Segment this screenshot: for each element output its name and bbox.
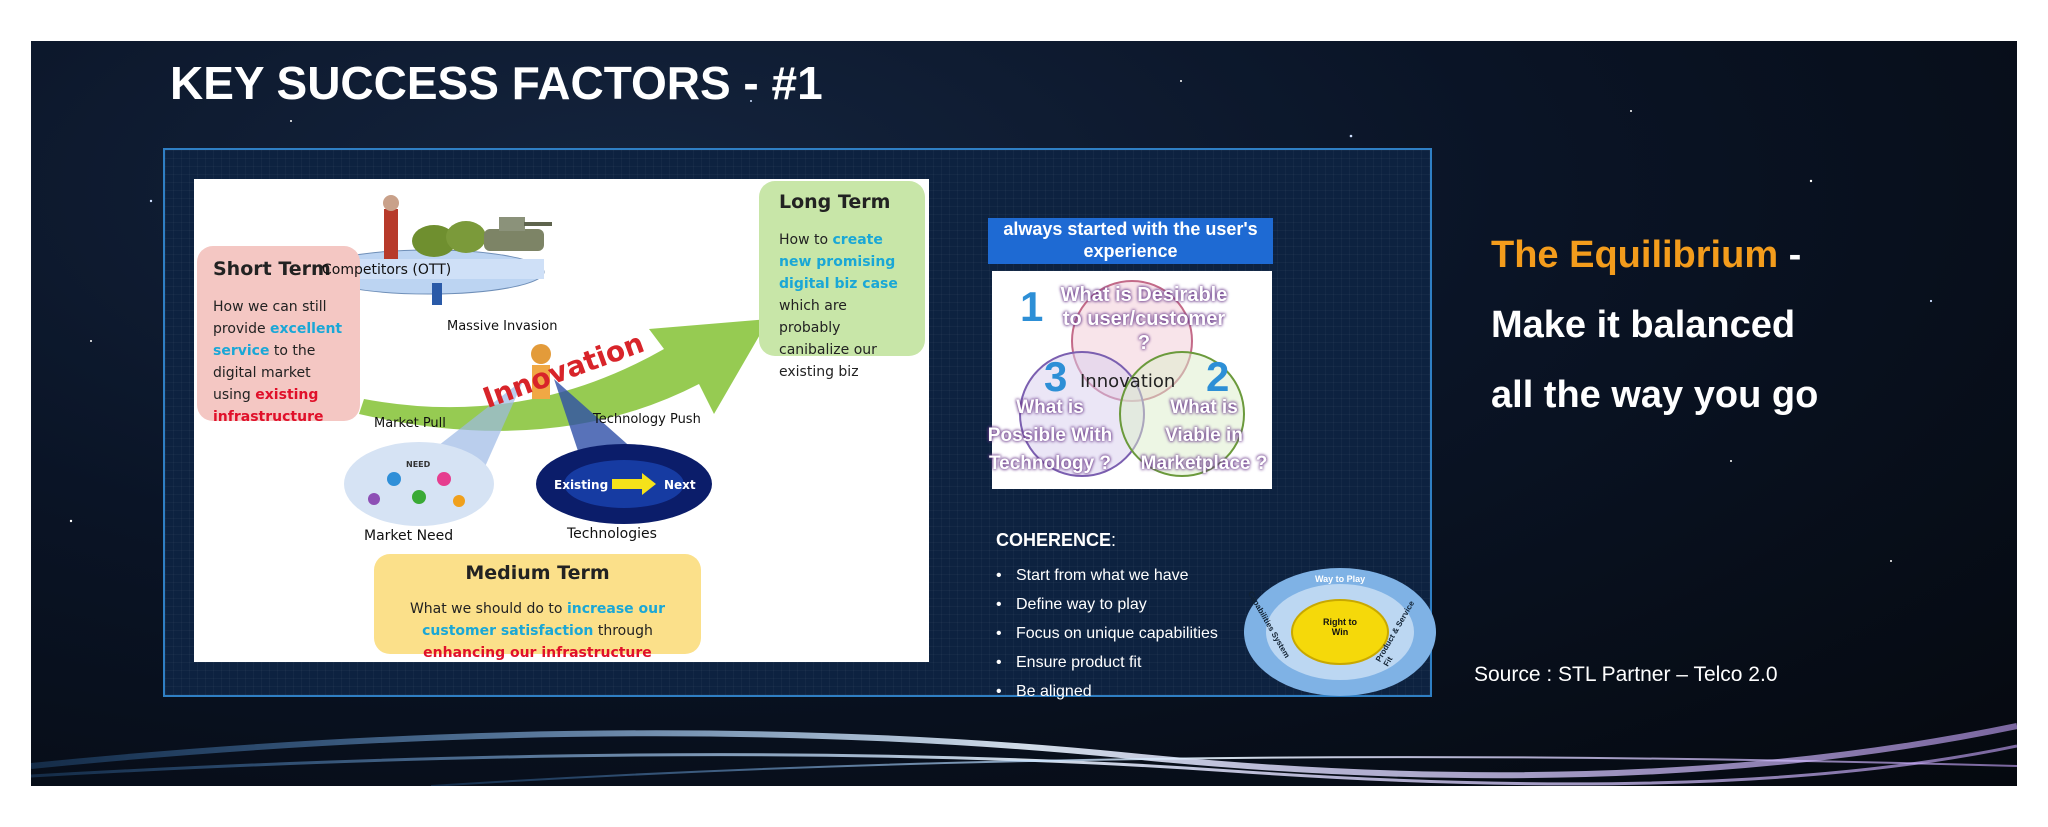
market-need-label: Market Need bbox=[364, 528, 454, 544]
list-item: Focus on unique capabilities bbox=[996, 619, 1218, 648]
right-to-win-wheel: Way to Play Capabilities System Product … bbox=[1243, 560, 1438, 700]
venn-header: always started with the user's experienc… bbox=[988, 218, 1273, 264]
venn-q2-line3: Marketplace ? bbox=[1140, 453, 1268, 474]
venn-q3-line2: Possible With bbox=[987, 425, 1113, 446]
long-term-text-1: How to bbox=[779, 232, 833, 248]
short-term-title: Short Term bbox=[213, 258, 331, 280]
medium-term-text: What we should do to increase our custom… bbox=[384, 598, 691, 664]
market-pull-label: Market Pull bbox=[374, 416, 446, 431]
equilibrium-highlight: The Equilibrium bbox=[1491, 234, 1779, 276]
technologies-label: Technologies bbox=[567, 526, 657, 542]
massive-invasion-label: Massive Invasion bbox=[447, 319, 558, 334]
long-term-box: Long Term How to create new promising di… bbox=[759, 181, 925, 380]
coherence-title: COHERENCE bbox=[996, 530, 1112, 550]
long-term-title: Long Term bbox=[779, 191, 891, 213]
venn-q3-line3: Technology ? bbox=[988, 453, 1112, 474]
venn-number-2: 2 bbox=[1206, 353, 1230, 400]
next-label: Next bbox=[664, 478, 696, 492]
equilibrium-text: The Equilibrium - Make it balanced all t… bbox=[1491, 220, 1818, 430]
coherence-section: COHERENCE: Start from what we have Defin… bbox=[996, 530, 1218, 706]
short-term-highlight-1: excellent service bbox=[213, 321, 343, 359]
venn-number-3: 3 bbox=[1044, 353, 1068, 400]
coherence-heading: COHERENCE: bbox=[996, 530, 1218, 551]
wheel-center-label: Right to Win bbox=[1323, 617, 1357, 637]
technology-push-label: Technology Push bbox=[593, 412, 701, 427]
light-wave bbox=[31, 723, 2017, 786]
venn-center-label: Innovation bbox=[1080, 371, 1176, 392]
coherence-list: Start from what we have Define way to pl… bbox=[996, 561, 1218, 706]
short-term-text: How we can still provide excellent servi… bbox=[213, 296, 344, 428]
innovation-diagram: Short Term How we can still provide exce… bbox=[194, 179, 929, 662]
people-icon bbox=[368, 472, 465, 507]
venn-question-desirable: What is Desirable to user/customer ? bbox=[1054, 283, 1234, 355]
medium-term-box: Medium Term What we should do to increas… bbox=[374, 554, 701, 661]
short-term-highlight-2: existing infrastructure bbox=[213, 387, 324, 425]
coherence-colon: : bbox=[1111, 530, 1117, 550]
venn-number-1: 1 bbox=[1020, 283, 1044, 330]
venn-question-viable: What is Viable in Marketplace ? bbox=[1134, 394, 1274, 478]
venn-q3-line1: What is bbox=[1016, 397, 1084, 418]
equilibrium-line-3: all the way you go bbox=[1491, 374, 1819, 416]
venn-q2-line1: What is bbox=[1170, 397, 1238, 418]
slide-title: KEY SUCCESS FACTORS - #1 bbox=[170, 57, 823, 109]
venn-diagram: 1 2 3 Innovation What is Desirable to us… bbox=[988, 271, 1274, 489]
long-term-text: How to create new promising digital biz … bbox=[779, 229, 905, 383]
medium-term-highlight-2: enhancing our infrastructure bbox=[423, 645, 652, 661]
list-item: Be aligned bbox=[996, 677, 1218, 706]
medium-term-text-1: What we should do to bbox=[409, 601, 567, 617]
short-term-text-1: How we can still provide bbox=[213, 299, 327, 337]
innovation-graphic bbox=[313, 195, 769, 526]
venn-q1-line1: What is Desirable bbox=[1060, 284, 1228, 306]
wheel-graphic bbox=[1244, 568, 1436, 696]
competitors-label: Competitors (OTT) bbox=[322, 262, 452, 278]
equilibrium-line-2: Make it balanced bbox=[1491, 304, 1796, 346]
source-citation: Source : STL Partner – Telco 2.0 bbox=[1474, 663, 1778, 686]
venn-question-possible: What is Possible With Technology ? bbox=[980, 394, 1120, 478]
medium-term-title: Medium Term bbox=[465, 562, 610, 584]
wheel-top-label: Way to Play bbox=[1315, 574, 1366, 584]
short-term-text-2: to the digital market using bbox=[213, 343, 316, 403]
list-item: Ensure product fit bbox=[996, 648, 1218, 677]
venn-q1-line2: to user/customer ? bbox=[1062, 308, 1226, 354]
medium-term-highlight-1: increase our customer satisfaction bbox=[422, 601, 666, 639]
list-item: Start from what we have bbox=[996, 561, 1218, 590]
need-label: NEED bbox=[406, 460, 431, 469]
existing-label: Existing bbox=[554, 478, 609, 492]
medium-term-text-2: through bbox=[593, 623, 653, 639]
long-term-highlight-1: create new promising digital biz case bbox=[779, 232, 898, 292]
venn-circles bbox=[1019, 280, 1245, 477]
short-term-box: Short Term How we can still provide exce… bbox=[197, 246, 360, 425]
long-term-text-2: which are probably canibalize our existi… bbox=[779, 298, 877, 380]
competitors-figures-icon bbox=[383, 195, 552, 259]
equilibrium-line-1: The Equilibrium - bbox=[1491, 220, 1818, 290]
venn-q2-line2: Viable in bbox=[1165, 425, 1243, 446]
list-item: Define way to play bbox=[996, 590, 1218, 619]
equilibrium-dash: - bbox=[1778, 234, 1802, 276]
